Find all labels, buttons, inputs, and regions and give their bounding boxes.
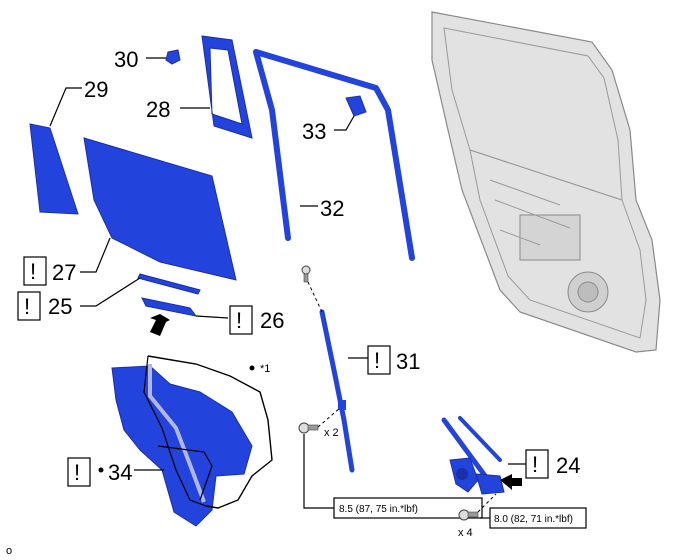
part-31-lower-channel <box>319 309 355 473</box>
bolt-icon-31-top <box>301 265 311 283</box>
callout-33: 33 <box>302 119 326 144</box>
part-33-seal <box>345 95 367 117</box>
caution-mark-27: ! <box>30 259 36 284</box>
bolt-icon-24 <box>458 509 479 521</box>
caution-mark-26: ! <box>236 308 242 333</box>
torque-box-31 <box>333 497 483 519</box>
callout-29: 29 <box>84 77 108 102</box>
torque-box-24 <box>489 507 587 529</box>
door-panel-illustration <box>431 11 661 353</box>
caution-box-26 <box>229 305 253 335</box>
callout-32: 32 <box>320 196 344 221</box>
caution-box-34 <box>67 457 91 487</box>
caution-box-25 <box>17 291 41 321</box>
callout-27: 27 <box>52 260 76 285</box>
part-29-quarter-glass <box>29 123 79 215</box>
callout-31: 31 <box>396 349 420 374</box>
arrow-indicator-24 <box>500 474 522 490</box>
callout-25: 25 <box>48 294 72 319</box>
corner-mark: o <box>6 545 12 557</box>
caution-mark-25: ! <box>24 294 30 319</box>
part-24-window-regulator <box>441 416 505 495</box>
callout-28: 28 <box>146 97 170 122</box>
caution-mark-31: ! <box>374 348 380 373</box>
caution-mark-34: ! <box>74 460 80 485</box>
bolt-qty-31: x 2 <box>324 427 339 439</box>
part-26-channel-bracket <box>141 297 198 317</box>
part-28-quarter-window-frame <box>201 35 253 139</box>
caution-mark-24: ! <box>532 452 538 477</box>
part-30-clip <box>165 49 181 65</box>
part-25-channel-strip <box>137 273 201 295</box>
part-32-run-channel <box>253 49 415 261</box>
bolt-qty-24: x 4 <box>458 527 473 539</box>
part-34-service-hole-cover <box>111 364 253 527</box>
torque-value-31: 8.5 (87, 75 in.*lbf) <box>339 504 418 515</box>
caution-box-24 <box>525 449 549 479</box>
note-ref-1: *1 <box>260 363 270 375</box>
caution-box-27 <box>23 256 47 286</box>
arrow-indicator-26 <box>150 314 170 336</box>
callout-34: 34 <box>108 460 132 485</box>
bolt-icon-31-bottom <box>298 422 319 434</box>
part-27-door-glass <box>83 137 237 281</box>
torque-value-24: 8.0 (82, 71 in.*lbf) <box>494 514 573 525</box>
caution-box-31 <box>367 345 391 375</box>
callout-26: 26 <box>260 308 284 333</box>
callout-30: 30 <box>114 47 138 72</box>
callout-24: 24 <box>556 453 580 478</box>
